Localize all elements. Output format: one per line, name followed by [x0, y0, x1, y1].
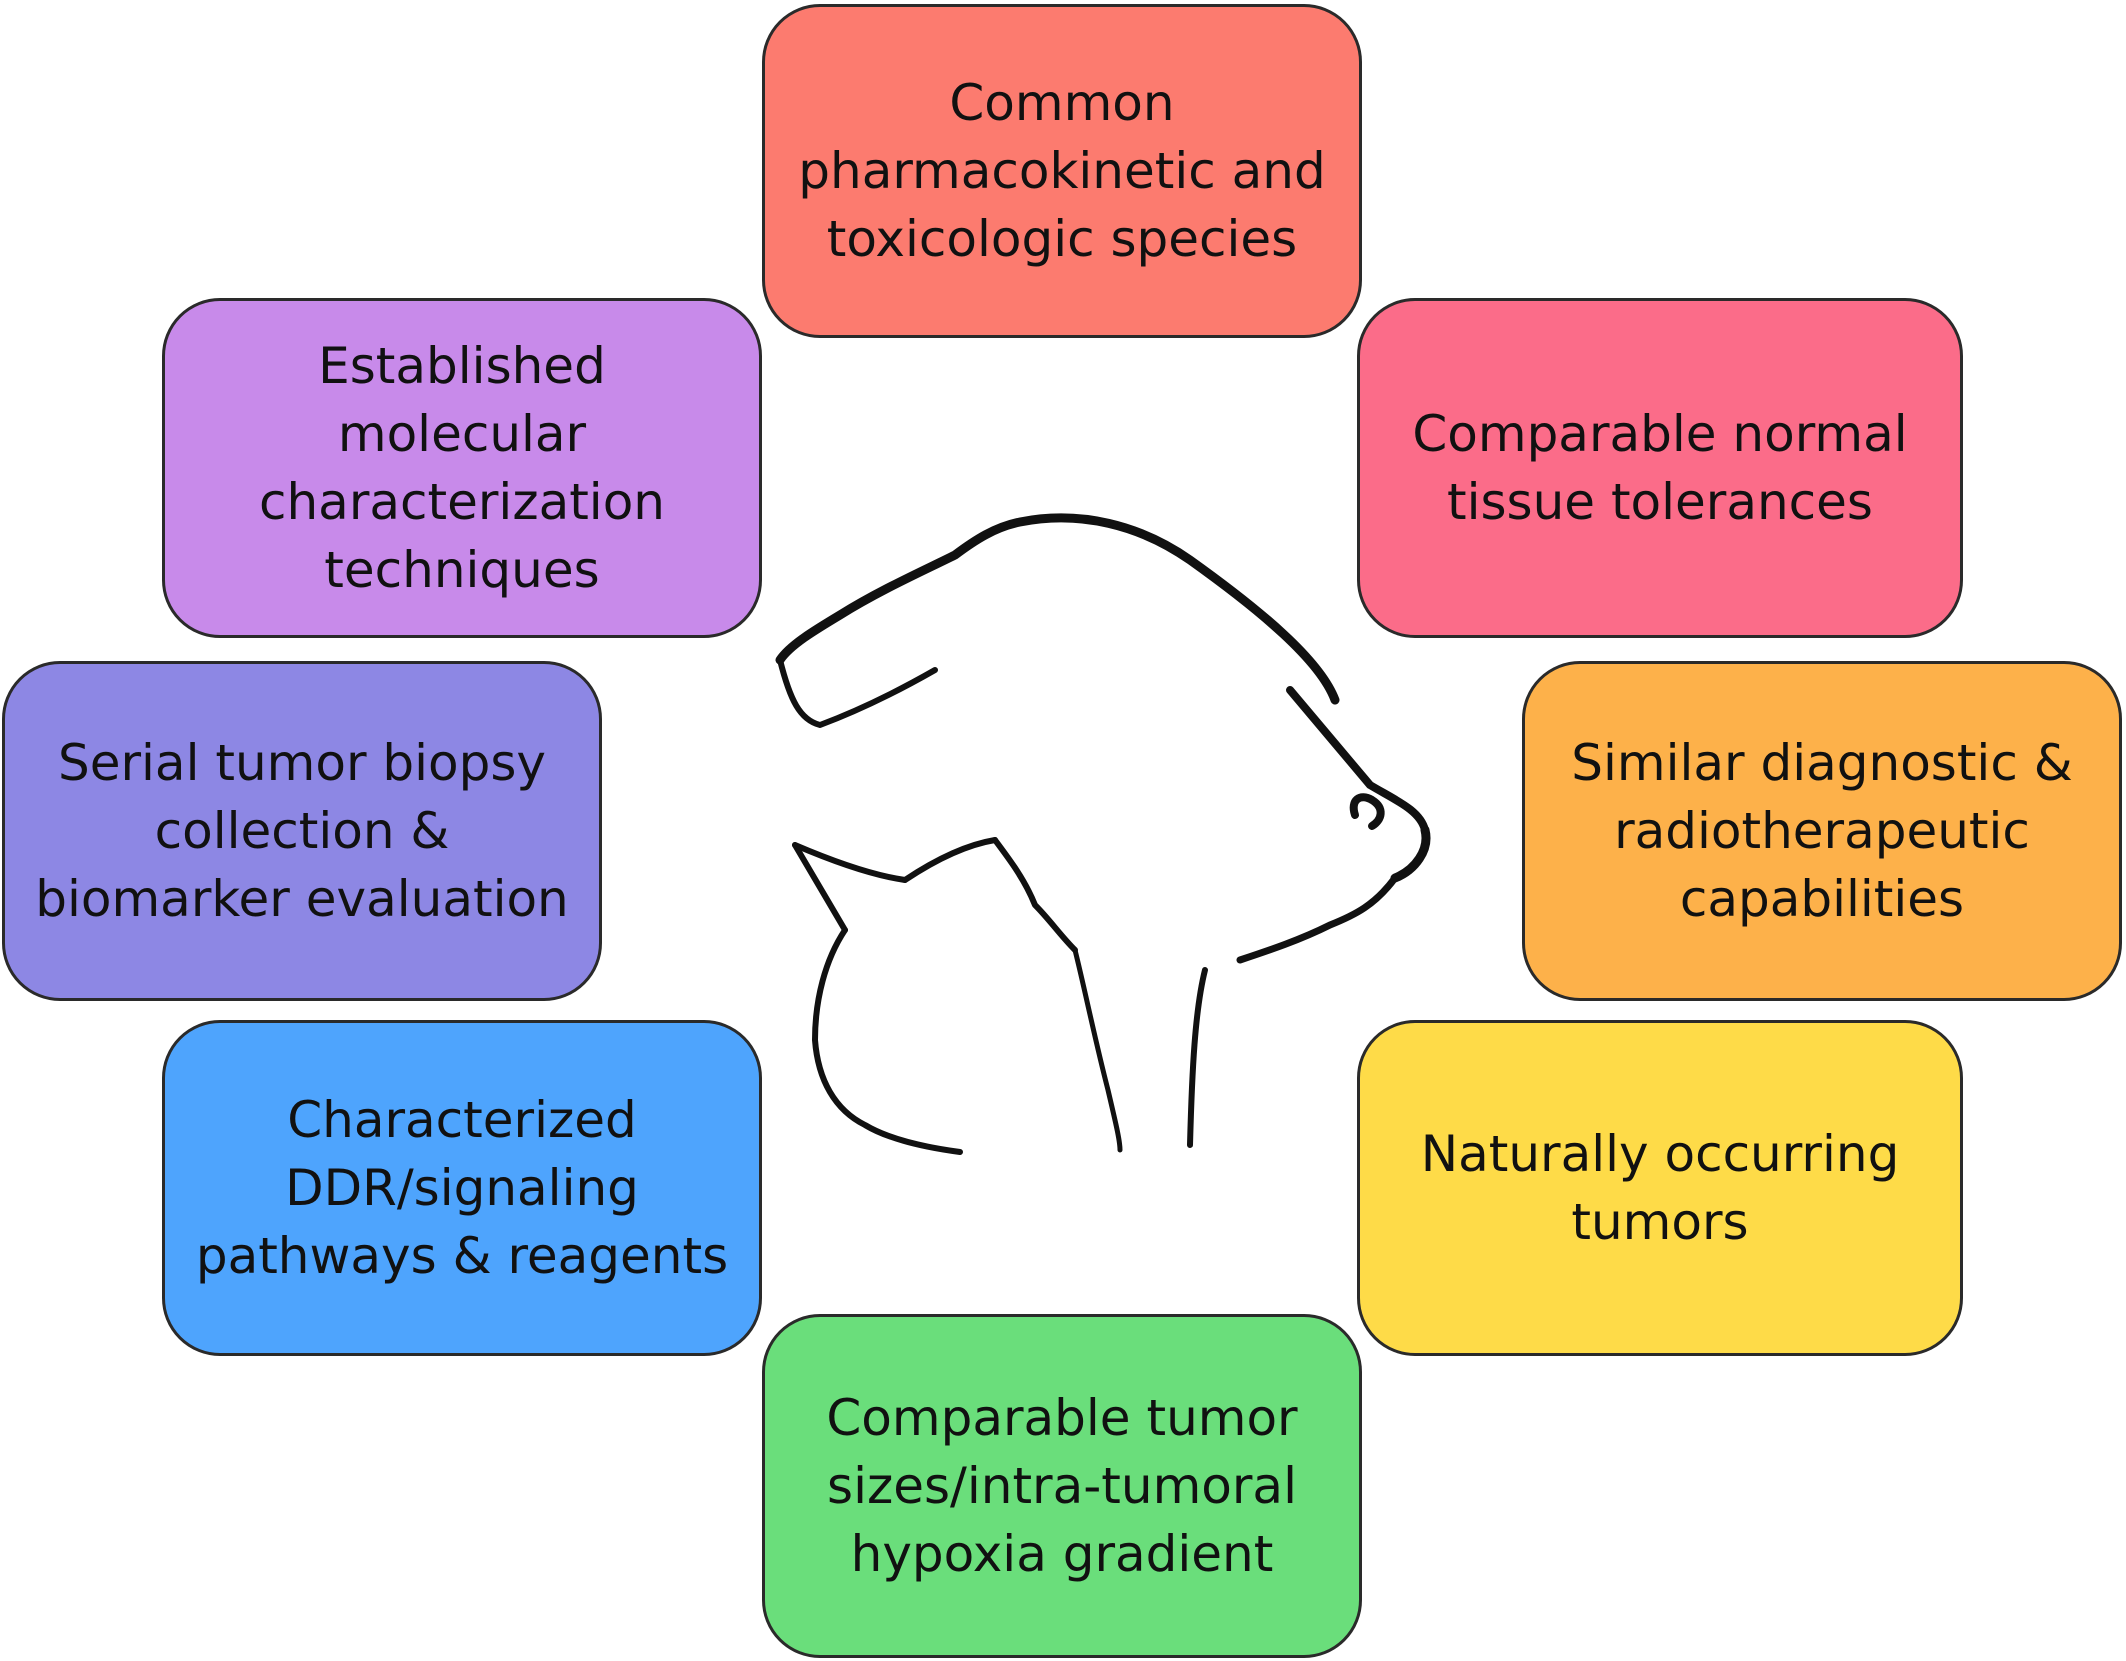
dog-and-cat-head-silhouette-icon [775, 513, 1431, 1155]
box-naturally-occurring-tumors: Naturally occurring tumors [1357, 1020, 1963, 1356]
box-label: Common pharmacokinetic and toxicologic s… [798, 74, 1326, 268]
box-ddr-signaling-pathways: Characterized DDR/signaling pathways & r… [162, 1020, 762, 1356]
box-tumor-sizes-hypoxia: Comparable tumor sizes/intra-tumoral hyp… [762, 1314, 1362, 1658]
box-label: Established molecular characterization t… [259, 337, 665, 599]
box-label: Characterized DDR/signaling pathways & r… [195, 1091, 729, 1285]
box-diagnostic-radiotherapeutic: Similar diagnostic & radiotherapeutic ca… [1522, 661, 2122, 1001]
box-normal-tissue-tolerances: Comparable normal tissue tolerances [1357, 298, 1963, 638]
box-label: Naturally occurring tumors [1420, 1125, 1900, 1251]
box-label: Comparable normal tissue tolerances [1412, 405, 1908, 531]
box-pharmacokinetic-species: Common pharmacokinetic and toxicologic s… [762, 4, 1362, 338]
box-label: Comparable tumor sizes/intra-tumoral hyp… [826, 1389, 1298, 1583]
box-label: Serial tumor biopsy collection & biomark… [35, 734, 569, 928]
box-molecular-characterization: Established molecular characterization t… [162, 298, 762, 638]
box-serial-biopsy-biomarker: Serial tumor biopsy collection & biomark… [2, 661, 602, 1001]
box-label: Similar diagnostic & radiotherapeutic ca… [1571, 734, 2073, 928]
